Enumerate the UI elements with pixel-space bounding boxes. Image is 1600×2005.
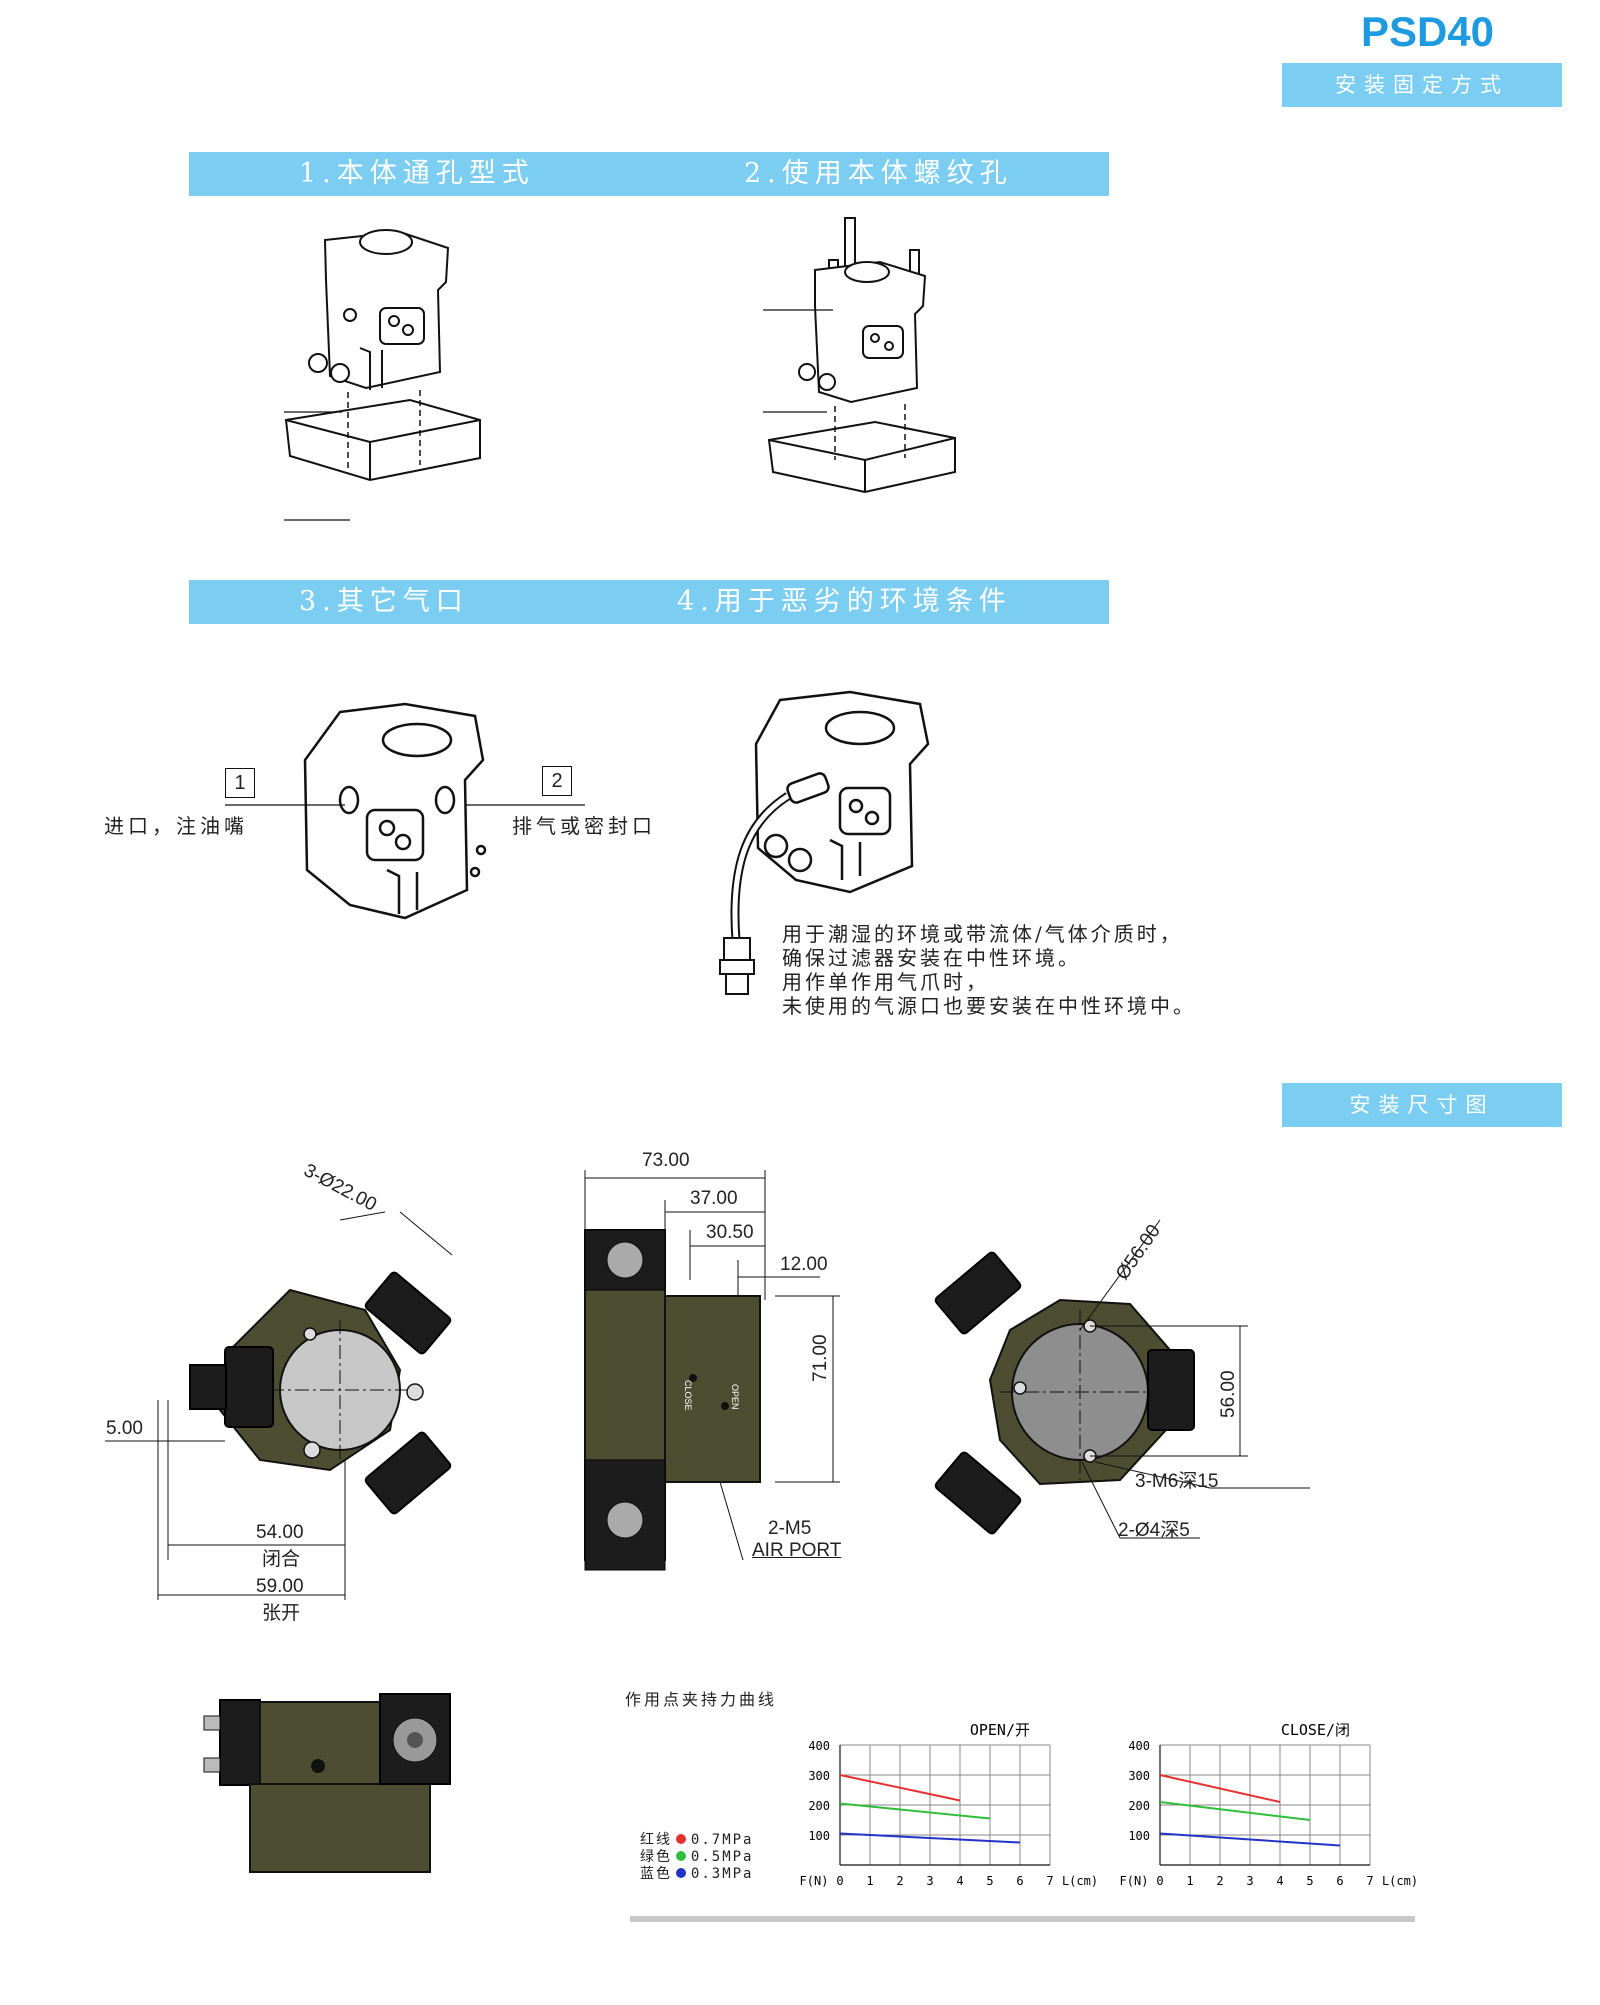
- x-tick-label: 3: [926, 1874, 933, 1888]
- legend-label: 红线: [640, 1832, 672, 1848]
- gripper-front-view: [203, 1693, 451, 1873]
- force-series-line: [839, 1832, 1021, 1844]
- port-callout-lines: [225, 804, 585, 806]
- x-tick-label: 2: [896, 1874, 903, 1888]
- x-tick-label: 0: [1156, 1874, 1163, 1888]
- y-tick-label: 200: [1128, 1799, 1150, 1813]
- other-ports-drawing: [303, 702, 487, 920]
- thread-spec: 3-M6深15: [1135, 1471, 1219, 1492]
- port-2-box: 2: [542, 766, 572, 796]
- dim-12: 12.00: [780, 1254, 828, 1275]
- y-axis-label: F(N): [1120, 1874, 1149, 1888]
- port-1-label: 进口，注油嘴: [104, 814, 248, 838]
- through-hole-mount-drawing: [284, 229, 481, 521]
- air-port-thread: 2-M5: [768, 1518, 812, 1539]
- force-section-title: 作用点夹持力曲线: [625, 1690, 778, 1709]
- y-tick-label: 100: [808, 1829, 830, 1843]
- close-port-mark: CLOSE: [683, 1380, 693, 1411]
- open-port-mark: OPEN: [730, 1384, 740, 1410]
- air-port-label: AIR PORT: [752, 1540, 842, 1561]
- harsh-note-line: 用于潮湿的环境或带流体/气体介质时，: [782, 922, 1183, 946]
- dim-37: 37.00: [690, 1188, 738, 1209]
- pin-spec: 2-Ø4深5: [1118, 1520, 1190, 1541]
- y-tick-label: 400: [1128, 1739, 1150, 1753]
- dim-71: 71.00: [810, 1334, 831, 1382]
- x-tick-label: 7: [1046, 1874, 1053, 1888]
- threaded-hole-mount-drawing: [763, 217, 956, 494]
- y-axis-label: F(N): [800, 1874, 829, 1888]
- method-1-title: 1.本体通孔型式: [299, 158, 535, 189]
- method-3-title: 3.其它气口: [299, 586, 469, 617]
- gripper-top-view: [105, 1211, 453, 1600]
- x-tick-label: 2: [1216, 1874, 1223, 1888]
- port-1-box: 1: [225, 768, 255, 798]
- dim-54: 54.00: [256, 1522, 304, 1543]
- legend-item: 红线 0.7MPa: [640, 1832, 753, 1849]
- chart-title: CLOSE/闭: [1281, 1721, 1350, 1739]
- mount-methods-bar-top: 1.本体通孔型式 2.使用本体螺纹孔: [189, 152, 1109, 196]
- pressure-legend: 红线 0.7MPa 绿色 0.5MPa 蓝色 0.3MPa: [640, 1832, 753, 1883]
- x-tick-label: 1: [1186, 1874, 1193, 1888]
- force-series-line: [839, 1774, 961, 1802]
- y-tick-label: 300: [1128, 1769, 1150, 1783]
- x-tick-label: 3: [1246, 1874, 1253, 1888]
- y-tick-label: 100: [1128, 1829, 1150, 1843]
- x-tick-label: 0: [836, 1874, 843, 1888]
- dimensions-section-tab: 安装尺寸图: [1282, 1083, 1562, 1127]
- legend-label: 绿色: [640, 1849, 672, 1865]
- gripper-bottom-view: [934, 1219, 1310, 1539]
- harsh-environment-drawing: [719, 690, 930, 995]
- model-title: PSD40: [1360, 8, 1495, 55]
- dim-30-5: 30.50: [706, 1222, 754, 1243]
- legend-label: 蓝色: [640, 1866, 672, 1882]
- x-tick-label: 5: [986, 1874, 993, 1888]
- y-tick-label: 300: [808, 1769, 830, 1783]
- mount-section-tab: 安装固定方式: [1282, 63, 1562, 107]
- force-series-line: [1159, 1801, 1311, 1821]
- method-2-title: 2.使用本体螺纹孔: [744, 158, 1013, 189]
- y-tick-label: 200: [808, 1799, 830, 1813]
- harsh-note-line: 用作单作用气爪时，: [782, 970, 989, 994]
- force-series-line: [839, 1802, 991, 1820]
- x-tick-label: 4: [1276, 1874, 1283, 1888]
- dim-59-note: 张开: [262, 1603, 301, 1624]
- legend-pressure: 0.3MPa: [690, 1866, 754, 1882]
- x-tick-label: 5: [1306, 1874, 1313, 1888]
- dim-54-note: 闭合: [262, 1549, 301, 1570]
- footer-rule: [630, 1916, 1415, 1922]
- port-2-label: 排气或密封口: [512, 814, 656, 838]
- dim-73: 73.00: [642, 1150, 690, 1171]
- x-tick-label: 7: [1366, 1874, 1373, 1888]
- x-tick-label: 6: [1336, 1874, 1343, 1888]
- legend-item: 绿色 0.5MPa: [640, 1849, 753, 1866]
- x-tick-label: 6: [1016, 1874, 1023, 1888]
- x-axis-label: L(cm): [1382, 1874, 1418, 1888]
- legend-item: 蓝色 0.3MPa: [640, 1866, 753, 1883]
- x-tick-label: 1: [866, 1874, 873, 1888]
- mount-methods-bar-bottom: 3.其它气口 4.用于恶劣的环境条件: [189, 580, 1109, 624]
- dim-56: 56.00: [1218, 1370, 1239, 1418]
- dim-5: 5.00: [106, 1418, 143, 1439]
- force-series-line: [1159, 1832, 1341, 1847]
- harsh-note: 用于潮湿的环境或带流体/气体介质时， 确保过滤器安装在中性环境。 用作单作用气爪…: [782, 922, 1196, 1018]
- y-tick-label: 400: [808, 1739, 830, 1753]
- close-force-chart: CLOSE/闭 100 200 300 400 0 1 2 3 4 5 6 7 F(N) L(cm): [1120, 1721, 1419, 1888]
- x-axis-label: L(cm): [1062, 1874, 1098, 1888]
- open-force-chart: OPEN/开 100 200 300 400 0 1 2 3 4 5 6 7 F(N) L(cm): [800, 1721, 1099, 1888]
- legend-pressure: 0.7MPa: [690, 1832, 754, 1848]
- legend-pressure: 0.5MPa: [690, 1849, 754, 1865]
- x-tick-label: 4: [956, 1874, 963, 1888]
- legend-blue-dot: [676, 1868, 687, 1878]
- legend-red-dot: [676, 1834, 687, 1844]
- harsh-note-line: 未使用的气源口也要安装在中性环境中。: [782, 994, 1196, 1018]
- method-4-title: 4.用于恶劣的环境条件: [677, 586, 1012, 617]
- force-series-line: [1159, 1774, 1281, 1803]
- chart-title: OPEN/开: [970, 1721, 1030, 1739]
- harsh-note-line: 确保过滤器安装在中性环境。: [782, 946, 1081, 970]
- legend-green-dot: [676, 1851, 687, 1861]
- gripper-side-view: [584, 1170, 840, 1571]
- dim-59: 59.00: [256, 1576, 304, 1597]
